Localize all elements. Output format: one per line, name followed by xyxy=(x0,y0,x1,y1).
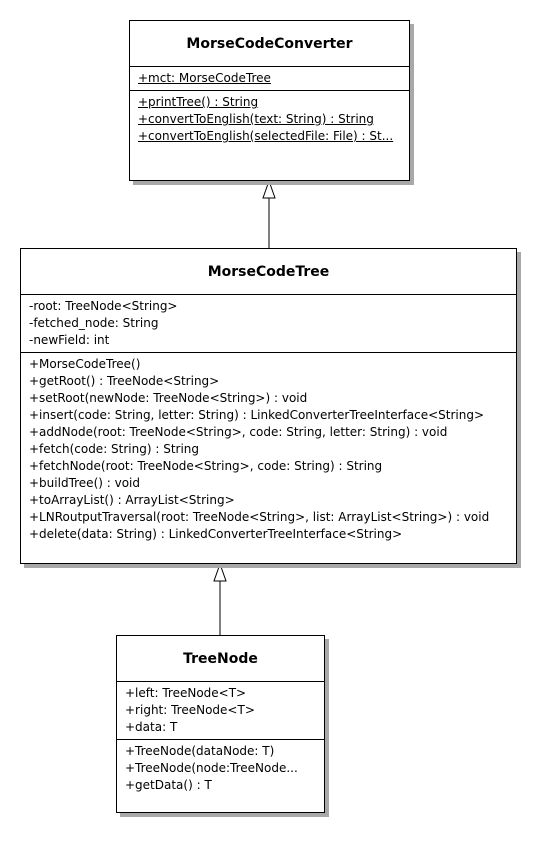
operation: +convertToEnglish(text: String) : String xyxy=(138,112,374,126)
attribute: -fetched_node: String xyxy=(29,316,159,330)
operation: +fetchNode(root: TreeNode<String>, code:… xyxy=(29,459,383,473)
operation: +convertToEnglish(selectedFile: File) : … xyxy=(138,129,394,143)
operation: +TreeNode(dataNode: T) xyxy=(125,744,275,758)
operation: +insert(code: String, letter: String) : … xyxy=(29,408,485,422)
class-name: TreeNode xyxy=(183,650,258,667)
operation: +LNRoutputTraversal(root: TreeNode<Strin… xyxy=(29,510,490,524)
attribute: +right: TreeNode<T> xyxy=(125,703,255,717)
generalization-tree-to-converter xyxy=(262,179,276,248)
class-morse-code-tree[interactable]: MorseCodeTree -root: TreeNode<String> -f… xyxy=(20,248,517,564)
operation: +getData() : T xyxy=(125,778,212,792)
operation: +setRoot(newNode: TreeNode<String>) : vo… xyxy=(29,391,308,405)
operation: +toArrayList() : ArrayList<String> xyxy=(29,493,235,507)
operation: +printTree() : String xyxy=(138,95,259,109)
generalization-treenode-to-tree xyxy=(213,562,227,635)
attributes-compartment: +mct: MorseCodeTree xyxy=(130,67,409,90)
operation: +buildTree() : void xyxy=(29,476,140,490)
attribute: +mct: MorseCodeTree xyxy=(138,71,271,85)
operations-compartment: +printTree() : String +convertToEnglish(… xyxy=(130,90,409,148)
attribute: -newField: int xyxy=(29,333,110,347)
class-morse-code-converter[interactable]: MorseCodeConverter +mct: MorseCodeTree +… xyxy=(129,20,410,181)
class-name-box: MorseCodeTree xyxy=(21,249,516,295)
class-name: MorseCodeConverter xyxy=(186,35,353,52)
operation: +TreeNode(node:TreeNode... xyxy=(125,761,298,775)
operation: +addNode(root: TreeNode<String>, code: S… xyxy=(29,425,448,439)
operation: +MorseCodeTree() xyxy=(29,357,141,371)
class-name-box: TreeNode xyxy=(117,636,324,682)
attributes-compartment: +left: TreeNode<T> +right: TreeNode<T> +… xyxy=(117,682,324,739)
class-tree-node[interactable]: TreeNode +left: TreeNode<T> +right: Tree… xyxy=(116,635,325,813)
attribute: +left: TreeNode<T> xyxy=(125,686,247,700)
operation: +getRoot() : TreeNode<String> xyxy=(29,374,220,388)
attributes-compartment: -root: TreeNode<String> -fetched_node: S… xyxy=(21,295,516,352)
operations-compartment: +MorseCodeTree() +getRoot() : TreeNode<S… xyxy=(21,352,516,546)
class-name: MorseCodeTree xyxy=(207,263,330,280)
attribute: +data: T xyxy=(125,720,178,734)
operation: +fetch(code: String) : String xyxy=(29,442,200,456)
class-name-box: MorseCodeConverter xyxy=(130,21,409,67)
operations-compartment: +TreeNode(dataNode: T) +TreeNode(node:Tr… xyxy=(117,739,324,797)
operation: +delete(data: String) : LinkedConverterT… xyxy=(29,527,403,541)
attribute: -root: TreeNode<String> xyxy=(29,299,178,313)
